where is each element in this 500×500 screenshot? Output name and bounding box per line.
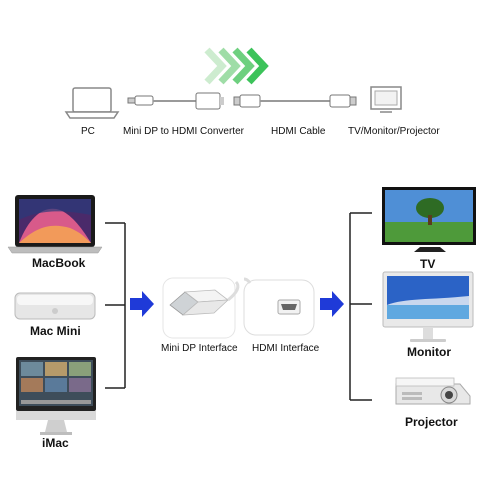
hdmi-adapter-small-icon [195, 92, 221, 110]
monitor-icon [382, 271, 474, 342]
hdmi-plug-left-icon [233, 96, 241, 106]
mini-dp-interface-label: Mini DP Interface [161, 343, 238, 354]
chevron-2 [218, 47, 241, 85]
macbook-icon [7, 195, 103, 254]
tv-label: TV [420, 257, 436, 271]
monitor-outline-icon [370, 86, 402, 113]
left-bracket [105, 222, 126, 389]
converter-label: Mini DP to HDMI Converter [123, 126, 244, 137]
projector-label: Projector [405, 415, 458, 429]
hdmi-adapter-icon [243, 277, 315, 336]
hdmi-interface-label: HDMI Interface [252, 343, 320, 354]
blue-arrow-right [320, 291, 344, 317]
projector-icon [395, 377, 471, 405]
mini-dp-plug-icon [127, 97, 136, 104]
imac-label: iMac [42, 436, 69, 450]
laptop-outline-icon [64, 87, 120, 119]
right-bracket [349, 212, 372, 401]
mac-mini-label: Mac Mini [30, 324, 81, 338]
pc-label: PC [81, 126, 95, 137]
tv-icon [382, 187, 476, 252]
chevron-4 [246, 47, 269, 85]
chevron-3 [232, 47, 255, 85]
imac-icon [16, 357, 96, 435]
mac-mini-icon [14, 292, 96, 320]
monitor-label: Monitor [407, 345, 451, 359]
blue-arrow-left [130, 291, 154, 317]
hdmi-plug-right-icon [349, 96, 357, 106]
chevron-1 [204, 47, 227, 85]
display-label: TV/Monitor/Projector [348, 126, 440, 137]
hdmi-cable-label: HDMI Cable [271, 126, 326, 137]
green-chevron-arrows [204, 47, 269, 85]
macbook-label: MacBook [32, 256, 86, 270]
mini-dp-connector-icon [162, 277, 240, 339]
cable-chain [127, 92, 357, 110]
